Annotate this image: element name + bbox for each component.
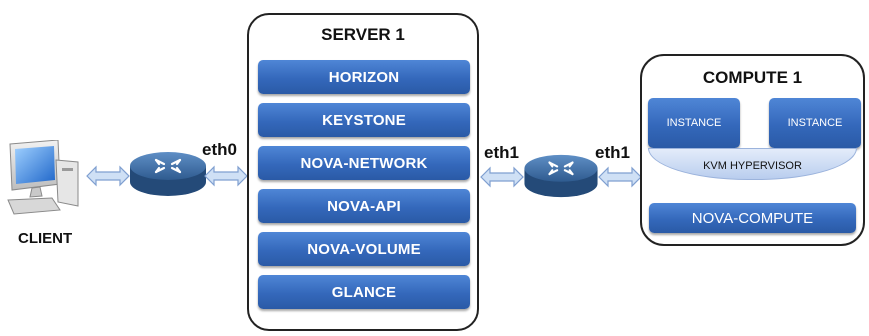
double-arrow-icon [480,166,524,188]
server-1-panel: SERVER 1 HORIZON KEYSTONE NOVA-NETWORK N… [247,13,479,331]
compute-1-panel: COMPUTE 1 INSTANCE INSTANCE KVM HYPERVIS… [640,54,865,246]
instance-left: INSTANCE [648,98,740,148]
service-horizon: HORIZON [258,60,470,94]
service-nova-network: NOVA-NETWORK [258,146,470,180]
eth0-label: eth0 [202,140,237,159]
router-1 [128,148,208,205]
service-nova-api: NOVA-API [258,189,470,223]
service-glance: GLANCE [258,275,470,309]
compute-title: COMPUTE 1 [702,68,803,87]
kvm-hypervisor: KVM HYPERVISOR [648,148,857,180]
router-icon [130,152,206,196]
eth1-right-label: eth1 [595,143,630,162]
link-router-server [204,165,248,192]
nova-compute: NOVA-COMPUTE [649,203,856,233]
link-router-compute [598,166,642,193]
router-icon [524,154,598,198]
service-keystone: KEYSTONE [258,103,470,137]
client-computer [0,139,86,226]
client-label: CLIENT [18,230,73,247]
double-arrow-icon [598,166,642,188]
router-2 [522,151,600,206]
link-server-router [480,166,524,193]
link-client-router [86,165,130,192]
instance-right: INSTANCE [769,98,861,148]
service-nova-volume: NOVA-VOLUME [258,232,470,266]
eth1-left-label: eth1 [484,143,519,162]
server-title: SERVER 1 [321,25,405,44]
double-arrow-icon [204,165,248,187]
double-arrow-icon [86,165,130,187]
monitor-icon [7,139,79,215]
